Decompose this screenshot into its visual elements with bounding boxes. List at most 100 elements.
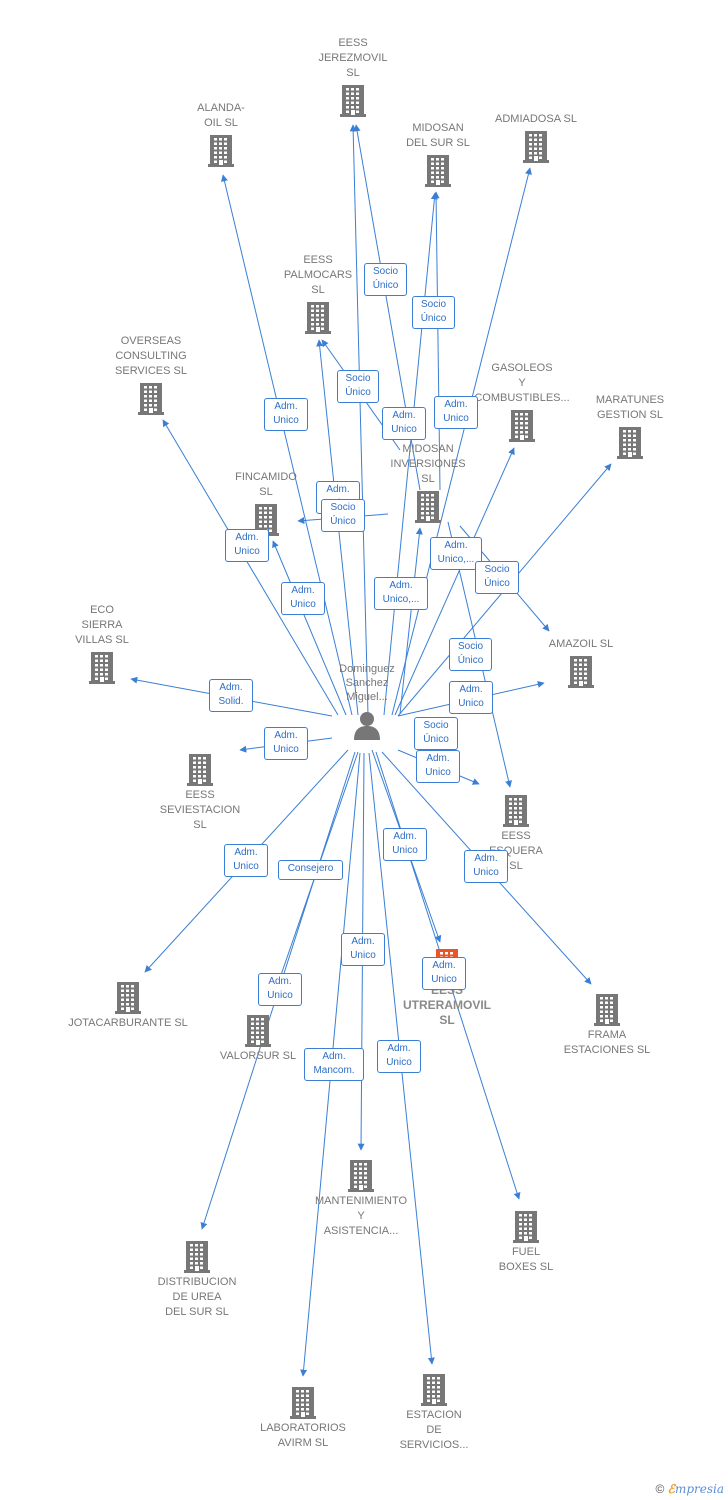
company-name: MANTENIMIENTO Y ASISTENCIA... (314, 1195, 408, 1237)
edge-label-l23[interactable]: Consejero (278, 860, 343, 880)
edge-label-l22[interactable]: Adm. Unico (224, 844, 268, 877)
company-name: AMAZOIL SL (548, 638, 614, 650)
company-name: DISTRIBUCION DE UREA DEL SUR SL (157, 1276, 237, 1318)
company-name: MARATUNES GESTION SL (595, 394, 665, 421)
edge-label-l13[interactable]: Socio Único (475, 561, 519, 594)
edge-label-l27[interactable]: Adm. Mancom. (304, 1048, 364, 1081)
company-node-palmocars[interactable]: EESS PALMOCARS SL (258, 253, 378, 334)
edge-center-to-overseas (162, 419, 339, 716)
company-name: EESS PALMOCARS SL (283, 254, 353, 296)
building-icon (509, 410, 535, 442)
edge-label-l17[interactable]: Adm. Unico (264, 727, 308, 760)
company-name: EESS SEVIESTACION SL (159, 789, 241, 831)
company-name: FINCAMIDO SL (235, 471, 297, 498)
building-icon (421, 1374, 447, 1406)
edge-label-l25[interactable]: Adm. Unico (422, 957, 466, 990)
company-name: VALORSUR SL (219, 1050, 297, 1062)
edge-center-to-midosan (383, 192, 438, 716)
building-icon (184, 1241, 210, 1273)
building-icon (513, 1211, 539, 1243)
company-node-amazoil[interactable]: AMAZOIL SL (521, 637, 641, 688)
building-icon (187, 754, 213, 786)
company-name: FUEL BOXES SL (498, 1246, 554, 1273)
building-icon (89, 652, 115, 684)
edge-label-l28[interactable]: Adm. Unico (377, 1040, 421, 1073)
edge-label-l15[interactable]: Adm. Unico (449, 681, 493, 714)
edge-label-l18[interactable]: Socio Único (414, 717, 458, 750)
edge-center-to-jerez (349, 124, 369, 716)
company-node-alanda[interactable]: ALANDA- OIL SL (161, 101, 281, 167)
edge-label-l11[interactable]: Adm. Unico (281, 582, 325, 615)
company-node-overseas[interactable]: OVERSEAS CONSULTING SERVICES SL (91, 334, 211, 415)
company-node-valorsur[interactable]: VALORSUR SL (198, 1013, 318, 1064)
company-name: MIDOSAN DEL SUR SL (406, 122, 470, 149)
building-icon (568, 656, 594, 688)
building-icon (245, 1015, 271, 1047)
company-node-eco[interactable]: ECO SIERRA VILLAS SL (42, 603, 162, 684)
edge-label-l10[interactable]: Adm. Unico,... (430, 537, 482, 570)
copyright-symbol: © (655, 1482, 665, 1496)
building-icon (305, 302, 331, 334)
company-node-admiadosa[interactable]: ADMIADOSA SL (476, 112, 596, 163)
company-node-jotacarburante[interactable]: JOTACARBURANTE SL (68, 980, 188, 1031)
company-node-estacion[interactable]: ESTACION DE SERVICIOS... (374, 1372, 494, 1453)
company-node-mantenimiento[interactable]: MANTENIMIENTO Y ASISTENCIA... (301, 1158, 421, 1239)
company-name: ADMIADOSA SL (495, 113, 577, 125)
company-name: LABORATORIOS AVIRM SL (260, 1422, 346, 1449)
edge-label-l5[interactable]: Adm. Unico (382, 407, 426, 440)
company-name: ALANDA- OIL SL (197, 102, 245, 129)
building-icon (208, 135, 234, 167)
edge-label-l19[interactable]: Adm. Unico (416, 750, 460, 783)
building-icon (617, 427, 643, 459)
edge-label-l1[interactable]: Socio Único (364, 263, 407, 296)
building-icon (523, 131, 549, 163)
edge-center-to-alanda (221, 174, 353, 716)
edge-center-to-fincamido (272, 540, 347, 716)
edge-label-l2[interactable]: Socio Único (412, 296, 455, 329)
edge-center-to-gasoleos (394, 447, 515, 716)
edge-center-to-midosaninv (432, 191, 441, 491)
company-node-distribucion[interactable]: DISTRIBUCION DE UREA DEL SUR SL (137, 1239, 257, 1320)
building-icon (340, 85, 366, 117)
company-name: OVERSEAS CONSULTING SERVICES SL (115, 335, 187, 377)
company-node-esquera[interactable]: EESS ESQUERA SL (456, 793, 576, 874)
company-name: FRAMA ESTACIONES SL (563, 1029, 651, 1056)
company-node-gasoleos[interactable]: GASOLEOS Y COMBUSTIBLES... (462, 361, 582, 442)
edge-label-l21[interactable]: Adm. Unico (464, 850, 508, 883)
building-icon (115, 982, 141, 1014)
building-icon (290, 1387, 316, 1419)
edge-label-l20[interactable]: Adm. Unico (383, 828, 427, 861)
company-node-fincamido[interactable]: FINCAMIDO SL (206, 470, 326, 536)
company-node-seviestacion[interactable]: EESS SEVIESTACION SL (140, 752, 260, 833)
company-node-midosan[interactable]: MIDOSAN DEL SUR SL (378, 121, 498, 187)
edge-center-to-midosaninv (399, 527, 423, 715)
company-node-jerez[interactable]: EESS JEREZMOVIL SL (293, 36, 413, 117)
company-node-midosaninv[interactable]: MIDOSAN INVERSIONES SL (368, 442, 488, 523)
edge-label-l14[interactable]: Socio Único (449, 638, 492, 671)
edge-label-l8[interactable]: Socio Único (321, 499, 365, 532)
edge-label-l12[interactable]: Adm. Unico,... (374, 577, 428, 610)
edge-center-to-admiadosa (391, 167, 532, 716)
edge-label-l16[interactable]: Adm. Solid. (209, 679, 253, 712)
center-person-node[interactable]: Dominguez Sanchez Miguel... (312, 662, 422, 744)
building-icon (415, 491, 441, 523)
edge-label-l24[interactable]: Adm. Unico (341, 933, 385, 966)
edge-label-l4[interactable]: Adm. Unico (264, 398, 308, 431)
footer-brand[interactable]: © ℰmpresia (655, 1482, 724, 1496)
center-person-name: Dominguez Sanchez Miguel... (339, 663, 395, 703)
brand-logo: ℰmpresia (667, 1482, 724, 1496)
company-name: EESS ESQUERA SL (489, 830, 543, 872)
company-node-laboratorios[interactable]: LABORATORIOS AVIRM SL (243, 1385, 363, 1451)
company-node-maratunes[interactable]: MARATUNES GESTION SL (570, 393, 690, 459)
edge-label-l3[interactable]: Socio Único (337, 370, 379, 403)
edge-label-l9[interactable]: Adm. Unico (225, 529, 269, 562)
company-node-fuel[interactable]: FUEL BOXES SL (466, 1209, 586, 1275)
company-name: MIDOSAN INVERSIONES SL (390, 443, 466, 485)
company-name: ESTACION DE SERVICIOS... (399, 1409, 469, 1451)
edge-label-l26[interactable]: Adm. Unico (258, 973, 302, 1006)
edge-label-l6[interactable]: Adm. Unico (434, 396, 478, 429)
company-node-frama[interactable]: FRAMA ESTACIONES SL (547, 992, 667, 1058)
company-name: JOTACARBURANTE SL (68, 1017, 188, 1029)
company-name: ECO SIERRA VILLAS SL (75, 604, 129, 646)
